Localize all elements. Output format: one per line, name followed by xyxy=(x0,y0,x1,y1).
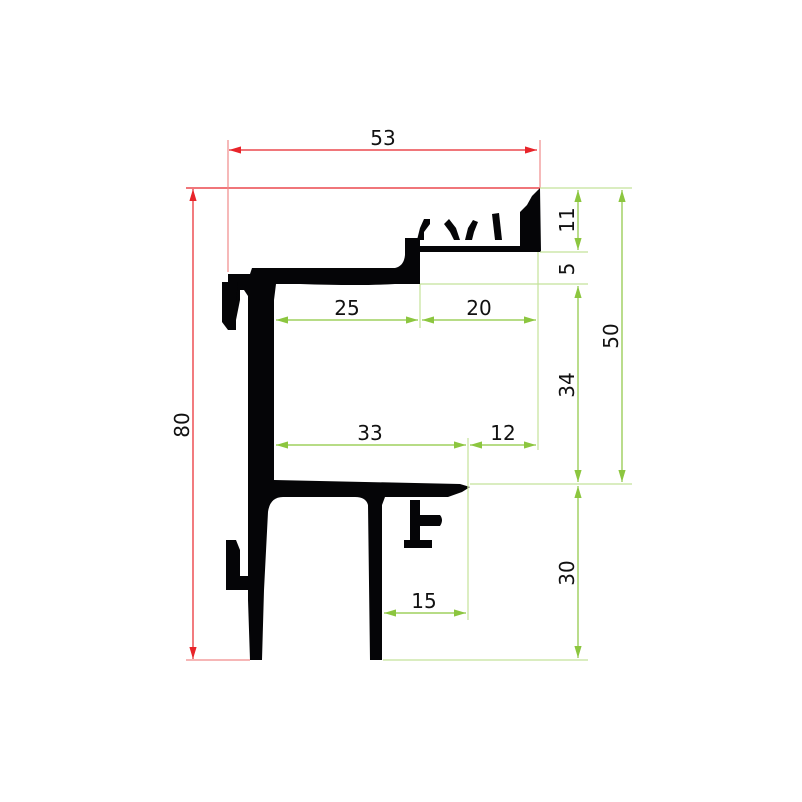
aluminium-profile xyxy=(222,188,541,660)
f-hook xyxy=(404,500,442,548)
dim-inner-width-left: 25 xyxy=(334,296,359,320)
dim-lower-width-left: 33 xyxy=(357,421,382,445)
top-hook-4 xyxy=(492,213,502,240)
top-hook-2 xyxy=(444,219,460,240)
dim-lower-width-right: 12 xyxy=(490,421,515,445)
dim-top-lip-height: 11 xyxy=(555,207,579,232)
top-hook-1 xyxy=(417,219,430,240)
dim-upper-height: 50 xyxy=(599,323,623,348)
profile-body xyxy=(228,188,541,660)
dim-width-total: 53 xyxy=(370,126,395,150)
dim-inner-height: 34 xyxy=(555,372,579,397)
top-hook-3 xyxy=(465,220,478,240)
dim-inner-width-right: 20 xyxy=(466,296,491,320)
left-clip-top xyxy=(222,282,238,330)
overall-dimensions xyxy=(186,140,541,661)
left-clip-bottom xyxy=(226,540,258,590)
dim-foot-offset: 15 xyxy=(411,589,436,613)
dim-lower-height: 30 xyxy=(555,560,579,585)
detail-dimensions xyxy=(276,187,632,661)
dim-top-step: 5 xyxy=(555,263,579,276)
dim-height-total: 80 xyxy=(170,412,194,437)
